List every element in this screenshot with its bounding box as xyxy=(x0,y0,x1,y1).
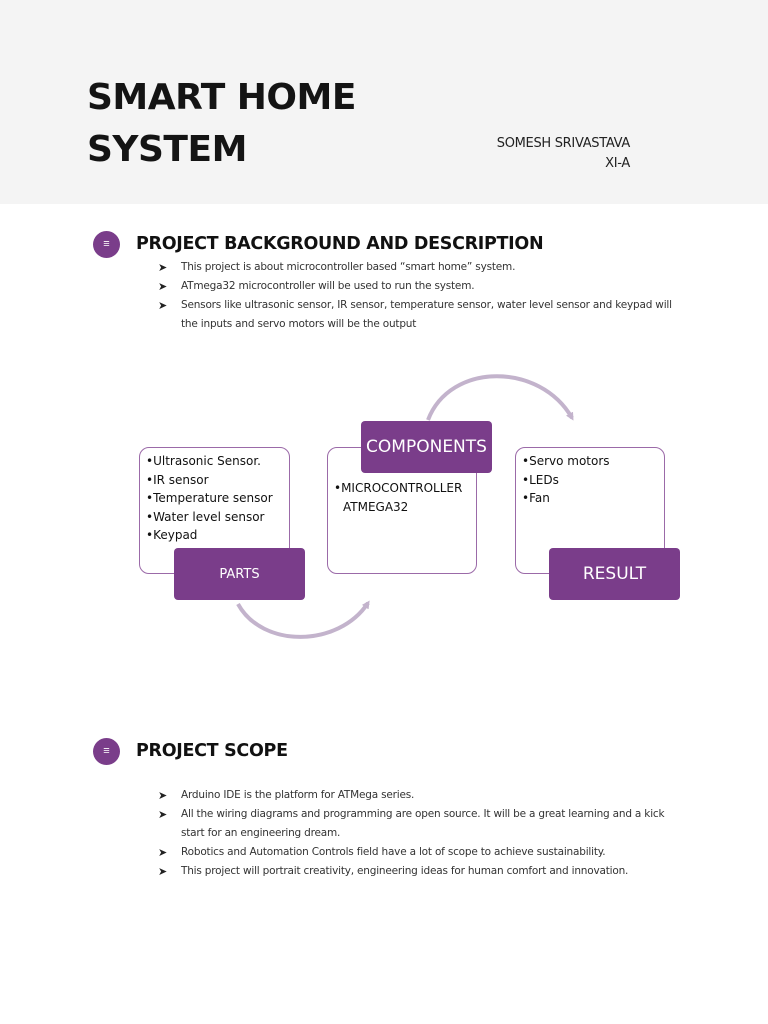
list-item: ➤ATmega32 microcontroller will be used t… xyxy=(158,277,678,296)
list-item: ➤This project is about microcontroller b… xyxy=(158,258,678,277)
author-name: SOMESH SRIVASTAVA xyxy=(496,136,631,151)
title-line-2: SYSTEM xyxy=(87,129,247,170)
parts-label: PARTS xyxy=(174,548,305,600)
list-item: •Fan xyxy=(522,491,550,505)
menu-icon: ≡ xyxy=(93,231,120,258)
document-header: SMART HOME SYSTEM SOMESH SRIVASTAVA XI-A xyxy=(0,0,768,204)
arrow-bullet-icon: ➤ xyxy=(158,299,168,312)
parts-list: •Ultrasonic Sensor. •IR sensor •Temperat… xyxy=(140,448,289,545)
arrow-bullet-icon: ➤ xyxy=(158,846,168,859)
list-item: •Servo motors xyxy=(522,454,610,468)
list-item: •IR sensor xyxy=(146,472,209,487)
scope-bullet-list: ➤Arduino IDE is the platform for ATMega … xyxy=(158,786,678,881)
section-title-background: PROJECT BACKGROUND AND DESCRIPTION xyxy=(136,234,544,254)
arrow-bottom xyxy=(236,600,370,639)
section-title-scope: PROJECT SCOPE xyxy=(136,741,288,761)
components-list: •MICROCONTROLLER ATMEGA32 xyxy=(328,448,472,516)
result-list: •Servo motors •LEDs •Fan xyxy=(516,448,664,508)
list-item: ➤Robotics and Automation Controls field … xyxy=(158,843,678,862)
list-item: •Keypad xyxy=(146,528,198,542)
list-item: ➤All the wiring diagrams and programming… xyxy=(158,805,678,843)
list-item: •LEDs xyxy=(522,472,559,487)
list-item: •Temperature sensor xyxy=(146,491,273,505)
arrow-top xyxy=(426,374,574,421)
arrow-bullet-icon: ➤ xyxy=(158,865,168,878)
title-line-1: SMART HOME xyxy=(87,77,356,118)
arrow-bullet-icon: ➤ xyxy=(158,261,168,274)
list-item: ➤Sensors like ultrasonic sensor, IR sens… xyxy=(158,296,678,334)
list-item: •MICROCONTROLLER ATMEGA32 xyxy=(334,481,463,514)
author-class: XI-A xyxy=(605,156,630,171)
list-item: ➤This project will portrait creativity, … xyxy=(158,862,678,881)
list-item: •Water level sensor xyxy=(146,509,265,524)
background-bullet-list: ➤This project is about microcontroller b… xyxy=(158,258,678,334)
arrow-bullet-icon: ➤ xyxy=(158,789,168,802)
document-title: SMART HOME SYSTEM xyxy=(87,72,356,176)
components-label: COMPONENTS xyxy=(361,421,492,473)
list-item: ➤Arduino IDE is the platform for ATMega … xyxy=(158,786,678,805)
arrow-bullet-icon: ➤ xyxy=(158,280,168,293)
list-item: •Ultrasonic Sensor. xyxy=(146,454,261,468)
author-block: SOMESH SRIVASTAVA XI-A xyxy=(496,134,631,174)
result-label: RESULT xyxy=(549,548,680,600)
menu-icon: ≡ xyxy=(93,738,120,765)
arrow-bullet-icon: ➤ xyxy=(158,808,168,821)
